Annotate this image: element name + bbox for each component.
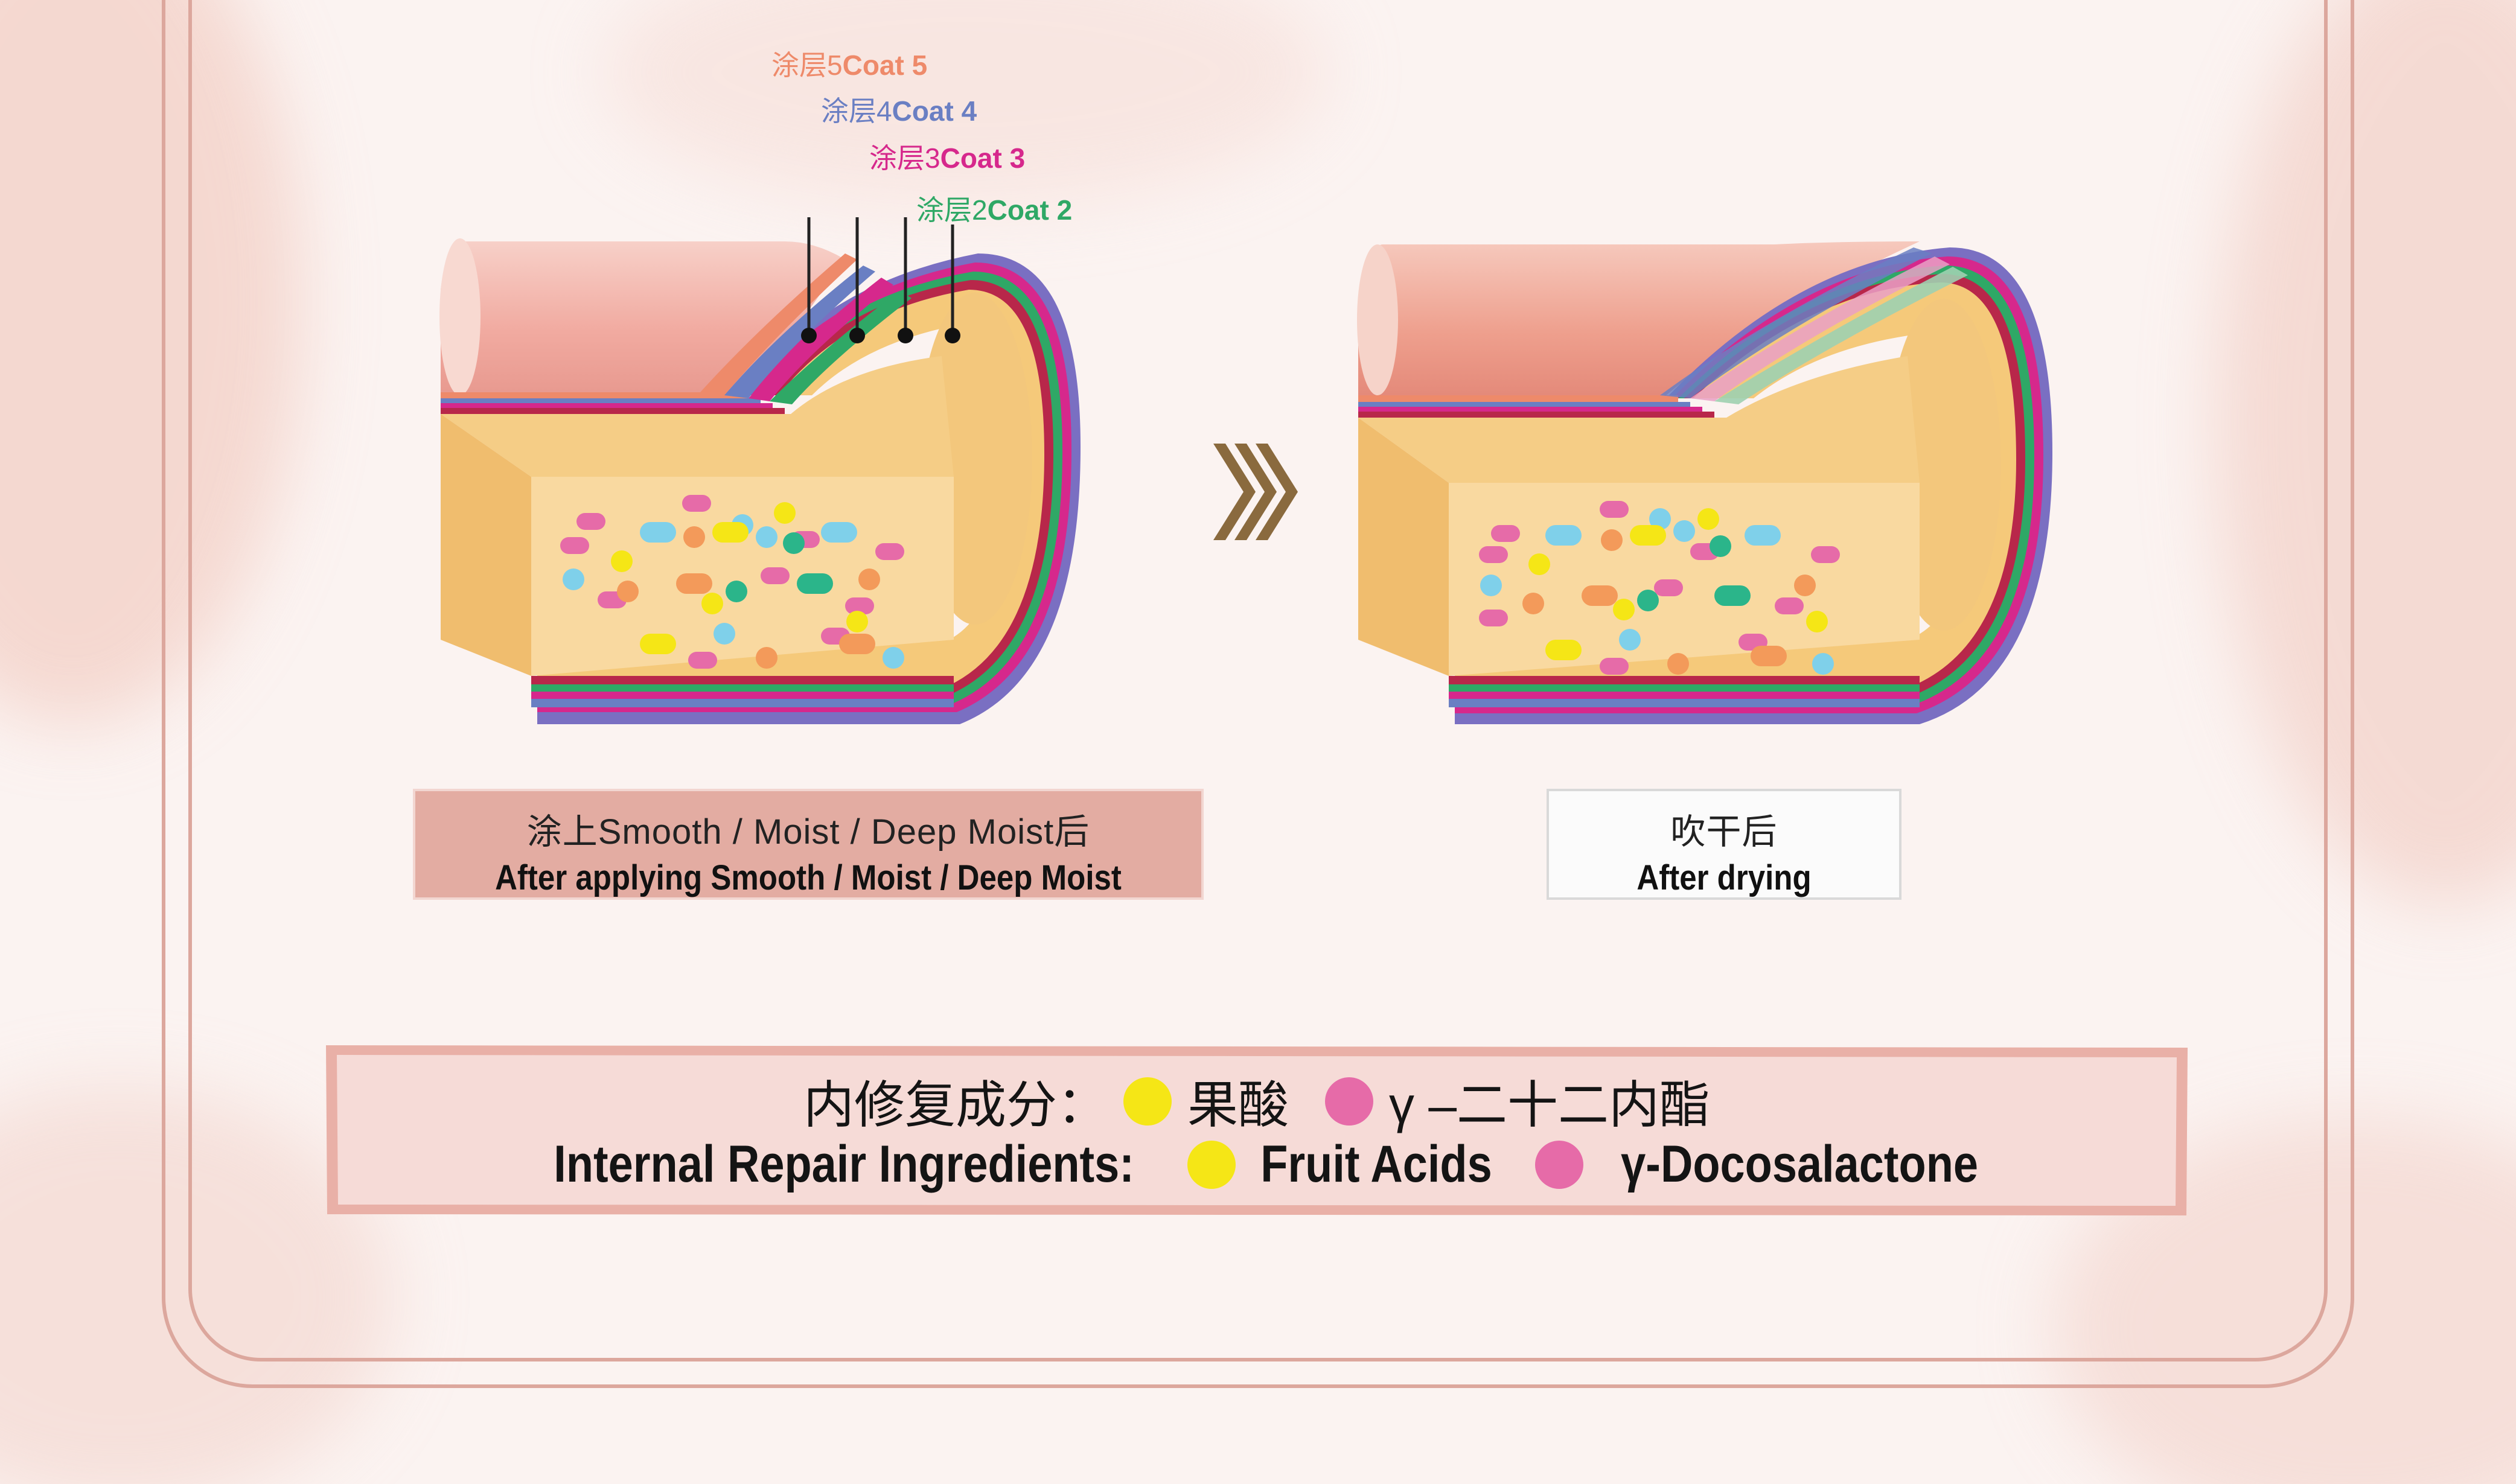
decorative-frame-inner [188, 0, 2328, 1361]
legend-docosalactone-zh: γ –二十二内酯 [1388, 1077, 1711, 1133]
docosalactone-dot-icon [1534, 1140, 1583, 1189]
caption-after-applying-en: After applying Smooth / Moist / Deep Moi… [495, 858, 1122, 897]
triple-chevron-right-icon [1213, 444, 1298, 540]
decorative-frame-outer [162, 0, 2354, 1388]
caption-after-applying-zh: 涂上Smooth / Moist / Deep Moist后 [526, 812, 1090, 852]
ingredient-particles-right [1479, 501, 1840, 675]
coat-label-4: 涂层4Coat 4 [821, 95, 977, 127]
legend-label-en: Internal Repair Ingredients: [554, 1135, 1134, 1193]
coat-label-3: 涂层3Coat 3 [869, 142, 1026, 174]
coat-label-2: 涂层2Coat 2 [916, 194, 1073, 226]
hair-strand-dried-diagram [1357, 241, 2052, 724]
ingredients-legend: 内修复成分： 果酸 γ –二十二内酯 Internal Repair Ingre… [324, 1039, 2190, 1220]
legend-row-en: Internal Repair Ingredients: Fruit Acids… [324, 1135, 2190, 1194]
fruit-acid-dot-icon [1187, 1140, 1236, 1189]
legend-row-zh: 内修复成分： 果酸 γ –二十二内酯 [324, 1065, 2190, 1138]
legend-label-zh: 内修复成分： [803, 1077, 1108, 1133]
caption-after-drying-zh: 吹干后 [1670, 812, 1778, 852]
caption-after-drying-en: After drying [1636, 858, 1812, 897]
legend-fruit-acid-en: Fruit Acids [1260, 1135, 1492, 1193]
docosalactone-dot-icon [1324, 1077, 1373, 1126]
legend-fruit-acid-zh: 果酸 [1187, 1077, 1289, 1133]
fruit-acid-dot-icon [1123, 1077, 1172, 1126]
legend-docosalactone-en: γ-Docosalactone [1621, 1135, 1979, 1193]
coat-label-5: 涂层5Coat 5 [771, 49, 928, 81]
ingredient-particles-left [560, 495, 904, 669]
legend-banner [326, 1045, 2188, 1215]
caption-after-applying: 涂上Smooth / Moist / Deep Moist后 After app… [413, 789, 1204, 900]
caption-after-drying: 吹干后 After drying [1547, 789, 1901, 900]
hair-strand-applied-diagram [439, 217, 1081, 724]
